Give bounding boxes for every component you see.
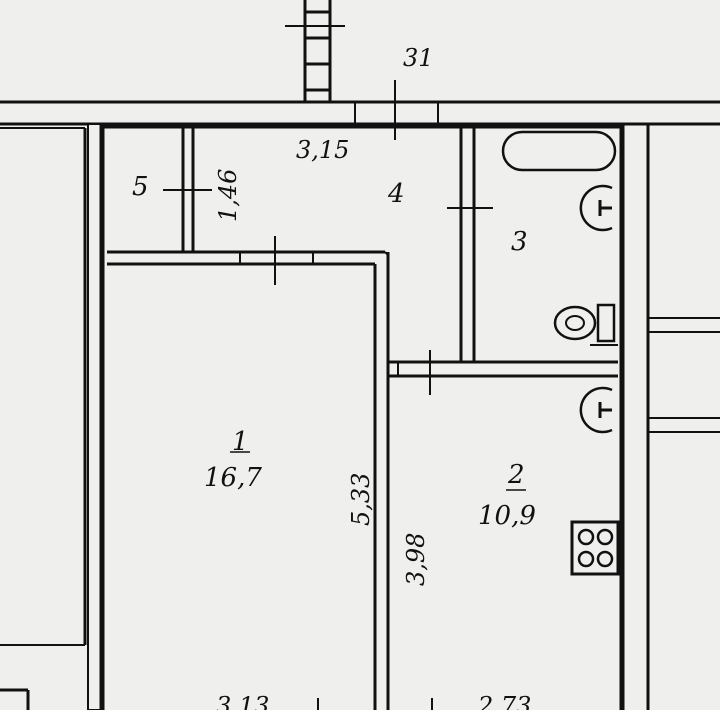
stair-shaft — [285, 0, 345, 102]
room-4-number: 4 — [387, 179, 405, 209]
room-1-width-label: 3,13 — [216, 692, 269, 710]
stair-number-label: 31 — [403, 44, 434, 72]
sink-icon — [579, 184, 613, 232]
room-1-area: 16,7 — [204, 463, 262, 493]
bathtub-icon — [501, 130, 617, 172]
kitchen-sink-icon — [579, 386, 613, 434]
room-5-number: 5 — [132, 172, 149, 202]
room-1-number: 1 — [232, 427, 249, 457]
door-marks — [163, 80, 493, 710]
room-2-area: 10,9 — [478, 501, 536, 531]
kitchen-depth-label: 3,98 — [402, 533, 430, 586]
room-1-depth-label: 5,33 — [347, 473, 375, 526]
stove-icon — [570, 520, 620, 576]
room-2-number: 2 — [507, 460, 525, 490]
toilet-icon — [553, 303, 616, 343]
hall-width-label: 3,15 — [296, 136, 349, 164]
closet-height-label: 1,46 — [214, 169, 242, 222]
apartment-outer-walls — [99, 123, 720, 710]
room-3-number: 3 — [511, 227, 528, 257]
interior-walls — [107, 126, 618, 710]
kitchen-width-label: 2,73 — [477, 692, 531, 710]
